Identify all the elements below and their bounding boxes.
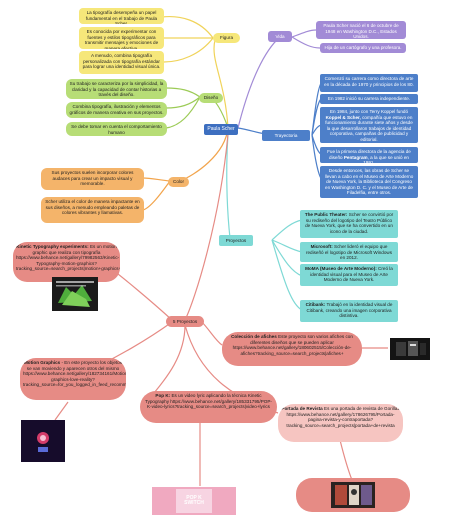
cinco-4-rest: Es un video lyric aplicando la técnica K… xyxy=(145,393,272,410)
vida-item-1: Paula Scher nació el 6 de octubre de 194… xyxy=(316,21,406,39)
thumbnail-portada-revista[interactable] xyxy=(296,478,410,512)
pop-k-thumb-caption: POP K SWITCH xyxy=(176,489,212,513)
figura-item-1: La tipografía desempeña un papel fundame… xyxy=(79,8,164,24)
proyectos-item-1: The Public Theater: Scher se convirtió p… xyxy=(300,210,398,238)
color-item-2: Scher utiliza el color de manera impacta… xyxy=(41,197,144,223)
trayectoria-4-rest: , a la que se unió en 1991. xyxy=(363,154,409,163)
trayectoria-3-bold: Koppel & Scher, xyxy=(325,114,361,120)
trayectoria-item-2: En 1982 inició su carrera independiente. xyxy=(320,94,418,104)
proyectos-item-3: MoMA (Museo de Arte Moderno): Creó la id… xyxy=(300,264,398,286)
cinco-3-bold: Motion Graphics xyxy=(23,360,61,365)
proyectos-4-rest: Trabajó en la identidad visual de Citiba… xyxy=(306,302,393,319)
cinco-item-4: Pop K: Es un video lyric aplicando la té… xyxy=(140,391,277,423)
thumbnail-kinetic-typography[interactable] xyxy=(52,277,98,311)
trayectoria-3-rest: compañía que estuvo en funcionamiento du… xyxy=(325,114,413,142)
proyectos-2-bold: Microsoft: xyxy=(310,244,333,249)
kinetic-typography-image-icon xyxy=(52,277,98,311)
proyectos-3-bold: MoMA (Museo de Arte Moderno): xyxy=(305,266,377,271)
proyectos-1-rest: Scher se convirtió por su rediseño del l… xyxy=(305,212,394,234)
trayectoria-item-3: En 1984, junto con Terry Koppel fundó Ko… xyxy=(320,107,418,143)
cinco-2-rest: Este proyecto son varios afiches con dif… xyxy=(232,334,353,356)
cinco-item-5: Portada de Revista Es una portada de rev… xyxy=(278,404,403,442)
figura-item-3: A menudo, combina tipografía personaliza… xyxy=(79,51,164,74)
color-item-1: Sus proyectos suelen incorporar colores … xyxy=(41,168,144,190)
afiches-image-icon xyxy=(390,338,430,360)
cinco-1-bold: Kinetic Typography experiments: xyxy=(16,244,89,249)
proyectos-1-bold: The Public Theater: xyxy=(304,212,348,217)
diseno-item-3: Se debe tomar en cuenta el comportamient… xyxy=(66,122,167,136)
thumbnail-pop-k[interactable]: POP K SWITCH xyxy=(152,487,236,515)
cinco-5-rest: Es una portada de revista de Gorillaz ht… xyxy=(286,406,400,428)
branch-diseno[interactable]: Diseño xyxy=(199,93,223,103)
cinco-1-rest: Es un motion graphic que realiza con tip… xyxy=(16,244,120,272)
cinco-item-2: Colección de afiches Este proyecto son v… xyxy=(222,332,362,366)
branch-vida[interactable]: Vida xyxy=(268,31,292,42)
trayectoria-item-1: Comenzó su carrera como directora de art… xyxy=(320,74,418,92)
proyectos-3-rest: Creó la identidad visual para el Museo d… xyxy=(310,266,393,283)
proyectos-item-2: Microsoft: Scher lideró el equipo que re… xyxy=(300,242,398,262)
cinco-2-bold: Colección de afiches xyxy=(231,334,277,339)
trayectoria-item-4: Fue la primera directora de la agencia d… xyxy=(320,147,418,163)
trayectoria-item-5: Desde entonces, las obras de Scher se ll… xyxy=(320,166,418,198)
branch-proyectos[interactable]: Proyectos xyxy=(219,235,253,246)
proyectos-2-rest: Scher lideró el equipo que rediseñó el l… xyxy=(305,244,393,261)
vida-item-2: Hija de un cartógrafo y una profesora. xyxy=(320,43,406,53)
figura-item-2: Es conocida por experimentar con fuentes… xyxy=(79,27,164,49)
diseno-item-1: Su trabajo se caracteriza por la simplic… xyxy=(66,79,167,99)
cinco-3-rest: - En este proyecto los objetos se van mo… xyxy=(23,360,126,388)
cinco-item-3: Motion Graphics - En este proyecto los o… xyxy=(20,358,126,400)
proyectos-4-bold: Citibank: xyxy=(305,302,326,307)
branch-5-proyectos[interactable]: 5 Proyectos xyxy=(166,316,204,327)
thumbnail-motion-graphics[interactable] xyxy=(21,420,65,462)
portada-revista-image-icon xyxy=(331,482,375,508)
branch-color[interactable]: Color xyxy=(168,177,189,187)
branch-figura[interactable]: Figura xyxy=(213,33,240,43)
trayectoria-4-text: Fue la primera directora de la agencia d… xyxy=(327,149,411,160)
trayectoria-4-bold: Pentagram xyxy=(343,154,368,160)
branch-trayectoria[interactable]: Trayectoria xyxy=(262,130,310,141)
trayectoria-3-text: En 1984, junto con Terry Koppel fundó xyxy=(329,109,409,114)
cinco-4-bold: Pop K: xyxy=(155,393,171,398)
thumbnail-afiches[interactable] xyxy=(390,338,430,360)
diseno-item-2: Combina tipografía, ilustración y elemen… xyxy=(66,102,167,118)
proyectos-item-4: Citibank: Trabajó en la identidad visual… xyxy=(300,300,398,322)
cinco-5-bold: Portada de Revista xyxy=(281,406,323,411)
root-node[interactable]: Paula Scher xyxy=(204,124,238,135)
motion-graphics-image-icon xyxy=(21,420,65,462)
cinco-item-1: Kinetic Typography experiments: Es un mo… xyxy=(13,242,120,282)
